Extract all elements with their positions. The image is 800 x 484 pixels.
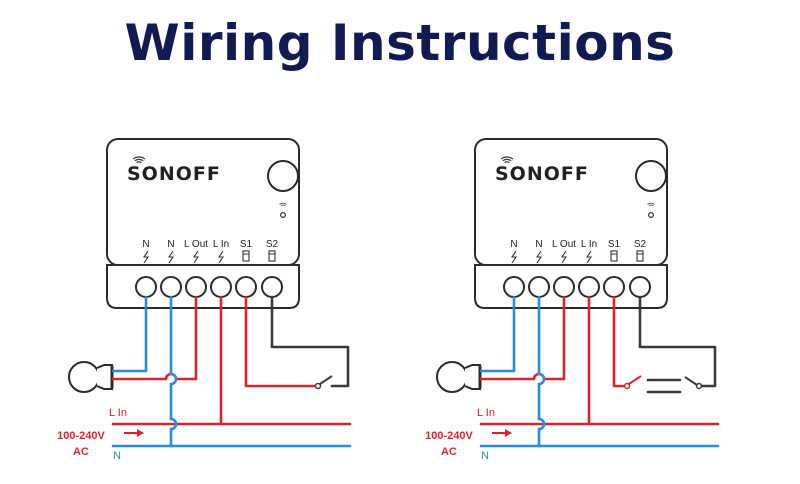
switch-terminal-icon — [610, 250, 618, 262]
terminal-label: L Out — [184, 239, 208, 250]
terminal-label: L In — [213, 239, 229, 250]
lightning-icon — [192, 250, 200, 264]
bulb-base — [464, 364, 481, 390]
terminal-label: N — [535, 239, 542, 250]
neutral-main-wire — [169, 295, 178, 448]
wifi-arc — [502, 158, 512, 162]
lightning-icon — [560, 250, 568, 264]
terminal-label: S2 — [266, 239, 279, 250]
switch-terminal-icon — [242, 250, 250, 262]
led-wifi-arc — [648, 204, 654, 207]
wifi-icon — [500, 156, 514, 164]
bulb-icon — [436, 361, 482, 393]
terminal-label: S2 — [634, 239, 647, 250]
terminal-screw — [135, 276, 157, 298]
terminal-screw — [210, 276, 232, 298]
terminal-label: N — [142, 239, 149, 250]
neutral-main-wire — [537, 295, 546, 448]
s2-wire — [638, 295, 717, 388]
wifi-arc — [134, 158, 144, 162]
neutral-bulb-wire — [479, 295, 516, 373]
lightning-icon — [167, 250, 175, 264]
label-neutral: N — [481, 450, 489, 462]
switch-lever-b — [684, 376, 698, 386]
terminal-screw — [528, 276, 550, 298]
wiring-panel-two-way: SONOFF N N L Out L In S1 S2 L In 100-240V AC N — [425, 138, 720, 462]
led-wifi-icon — [279, 202, 287, 207]
terminal-screw — [503, 276, 525, 298]
led-wifi-icon — [647, 202, 655, 207]
switch-icon — [314, 382, 322, 390]
terminal-label: S1 — [240, 239, 253, 250]
switch-icon — [623, 382, 631, 390]
lightning-icon — [142, 250, 150, 264]
terminal-screw — [261, 276, 283, 298]
wifi-arc — [136, 161, 142, 164]
pairing-button — [267, 160, 299, 192]
led-wifi-arc — [280, 204, 286, 207]
switch-lever-a — [628, 375, 642, 385]
switch-terminal-icon — [636, 250, 644, 262]
terminal-label: N — [167, 239, 174, 250]
label-l-in: L In — [477, 407, 495, 419]
wifi-arc — [132, 156, 146, 160]
brand-logo: SONOFF — [495, 163, 589, 185]
s1-wire — [612, 295, 626, 388]
terminal-screw — [578, 276, 600, 298]
terminal-screw — [629, 276, 651, 298]
terminal-screw — [185, 276, 207, 298]
live-out-wire-a — [542, 295, 566, 381]
wifi-icon — [132, 156, 146, 164]
brand-logo: SONOFF — [127, 163, 221, 185]
s1-wire — [244, 295, 317, 388]
bulb-glass — [68, 361, 100, 393]
bulb-icon — [68, 361, 114, 393]
terminal-screw — [160, 276, 182, 298]
terminal-screw — [553, 276, 575, 298]
label-ac: AC — [73, 446, 89, 458]
bulb-base — [96, 364, 113, 390]
lightning-icon — [217, 250, 225, 264]
label-voltage: 100-240V — [57, 430, 105, 442]
arrow-right-head — [505, 429, 512, 437]
terminal-label: S1 — [608, 239, 621, 250]
label-voltage: 100-240V — [425, 430, 473, 442]
label-l-in: L In — [109, 407, 127, 419]
pairing-button — [635, 160, 667, 192]
live-out-wire-a — [174, 295, 198, 381]
wifi-arc — [500, 156, 514, 160]
terminal-label: L Out — [552, 239, 576, 250]
terminal-label: N — [510, 239, 517, 250]
terminal-screw — [235, 276, 257, 298]
bulb-glass — [436, 361, 468, 393]
wiring-panel-single: SONOFF N N L Out L In S1 S2 L In 100-240V AC N — [57, 138, 352, 462]
label-ac: AC — [441, 446, 457, 458]
terminal-label: L In — [581, 239, 597, 250]
led-wifi-arc — [279, 202, 287, 205]
lightning-icon — [535, 250, 543, 264]
wifi-arc — [504, 161, 510, 164]
lightning-icon — [585, 250, 593, 264]
neutral-bulb-wire — [111, 295, 148, 373]
led-wifi-arc — [647, 202, 655, 205]
lightning-icon — [510, 250, 518, 264]
s2-wire — [270, 295, 350, 388]
status-led — [280, 212, 287, 219]
arrow-right-head — [137, 429, 144, 437]
status-led — [647, 212, 654, 219]
switch-terminal-icon — [268, 250, 276, 262]
terminal-screw — [603, 276, 625, 298]
page-title: Wiring Instructions — [124, 14, 676, 72]
switch-lever — [319, 375, 333, 385]
label-neutral: N — [113, 450, 121, 462]
